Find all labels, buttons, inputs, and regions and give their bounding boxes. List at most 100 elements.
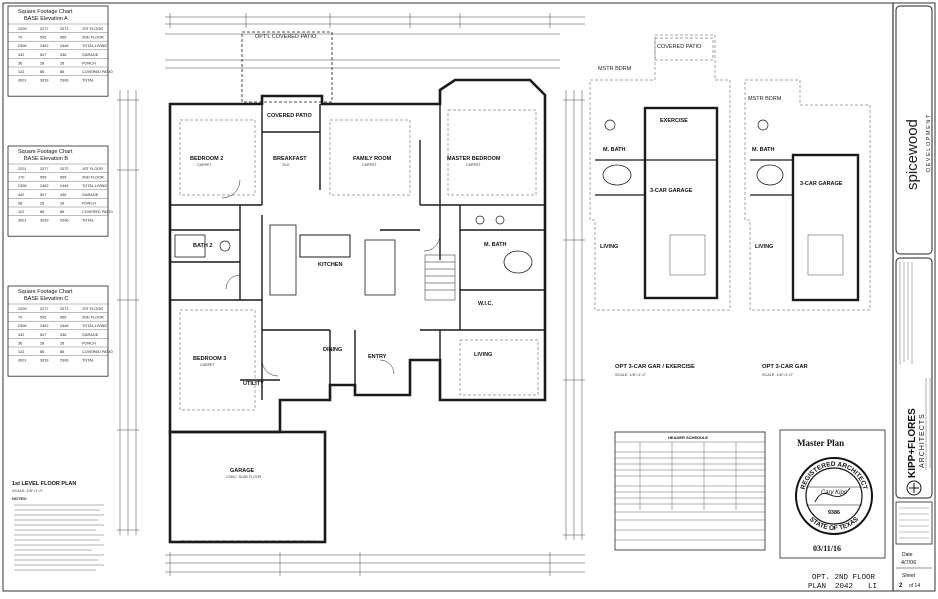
sqft-row-value: 507 xyxy=(40,333,46,337)
sqft-row-value: 442 xyxy=(18,193,24,197)
sqft-row-value: 2446 xyxy=(60,324,68,328)
sqft-chart-subtitle: BASE Elevation A xyxy=(24,16,68,22)
room-note-garage: CONC. SLAB FLOOR xyxy=(226,475,262,479)
sqft-row-value: 2446 xyxy=(60,44,68,48)
sqft-row-value: 2205 xyxy=(18,307,26,311)
sqft-row-label: TOTAL LIVING xyxy=(82,184,107,188)
room-note-master: CARPET xyxy=(466,163,481,167)
sqft-row-label: COVERED PATIO xyxy=(82,350,113,354)
sqft-row-label: 2ND FLOOR xyxy=(82,36,104,40)
sqft-row-label: 2ND FLOOR xyxy=(82,176,104,180)
opt-exercise-m-bath: M. BATH xyxy=(603,147,626,153)
exterior-walls xyxy=(168,78,547,434)
sqft-row-value: 28 xyxy=(60,61,64,65)
title-block: spicewood DEVELOPMENT KIPP+FLORES ARCHIT… xyxy=(895,5,933,589)
sqft-row-value: 122 xyxy=(18,350,24,354)
sqft-row-value: 507 xyxy=(40,193,46,197)
room-label-utility: UTILITY xyxy=(243,381,264,387)
opt-gar-garage: 3-CAR GARAGE xyxy=(800,181,843,187)
sqft-row-value: 507 xyxy=(40,53,46,57)
sheet-number: 2 xyxy=(899,583,903,589)
sqft-row-value: 70 xyxy=(18,36,22,40)
sqft-row-value: 505 xyxy=(40,176,46,180)
sqft-row-value: 28 xyxy=(40,201,44,205)
opt-gar-plan xyxy=(744,79,871,311)
sqft-row-label: 2ND FLOOR xyxy=(82,316,104,320)
sqft-row-value: 505 xyxy=(40,36,46,40)
floor-plan-title: 1st LEVEL FLOOR PLAN xyxy=(12,481,76,487)
sqft-row-value: 2306 xyxy=(18,324,26,328)
header-schedule: HEADER SCHEDULE xyxy=(614,431,766,551)
sqft-row-label: PORCH xyxy=(82,61,96,65)
sqft-row-value: 2996 xyxy=(60,79,68,83)
room-label-m-bath: M. BATH xyxy=(484,242,507,248)
room-label-master-bedroom: MASTER BEDROOM xyxy=(447,156,501,162)
brand-sub: DEVELOPMENT xyxy=(926,113,932,172)
room-label-bedroom2: BEDROOM 2 xyxy=(190,156,223,162)
sqft-row-value: 36 xyxy=(18,201,22,205)
room-label-living: LIVING xyxy=(474,352,492,358)
sqft-row-value: 3001 xyxy=(18,79,26,83)
opt-gar-scale: SCALE: 1/8"=1'-0" xyxy=(762,373,794,377)
room-label-family-room: FAMILY ROOM xyxy=(353,156,392,162)
dimension-ticks xyxy=(117,13,585,576)
sqft-row-value: 28 xyxy=(60,341,64,345)
sqft-row-value: 28 xyxy=(40,61,44,65)
opt-exercise-caption: OPT 3-CAR GAR / EXERCISE xyxy=(615,364,695,370)
seal-name: Cary Kipp xyxy=(821,490,848,496)
room-note-bedroom3: CARPET xyxy=(200,363,215,367)
sqft-row-label: GARAGE xyxy=(82,53,99,57)
sqft-row-value: 86 xyxy=(60,70,64,74)
sqft-row-label: GARAGE xyxy=(82,333,99,337)
sheet-label: Sheet xyxy=(902,573,916,579)
master-plan-title: Master Plan xyxy=(797,438,844,448)
optional-patio-outline xyxy=(241,31,333,103)
sqft-row-value: 2072 xyxy=(60,27,68,31)
room-label-opt-patio: OPT'L COVERED PATIO xyxy=(255,34,317,40)
sqft-row-value: 2452 xyxy=(40,184,48,188)
room-label-covered-patio: COVERED PATIO xyxy=(267,113,312,119)
sqft-chart-title: Square Footage Chart xyxy=(18,9,73,15)
sqft-row-value: 442 xyxy=(18,53,24,57)
notes-title: NOTES: xyxy=(12,496,27,501)
sheet-of: of 14 xyxy=(909,583,920,589)
sqft-row-value: 28 xyxy=(60,201,64,205)
opt-exercise-covered-patio: COVERED PATIO xyxy=(657,44,702,50)
opt-gar-mstr-bdrm: MSTR BDRM xyxy=(748,96,782,102)
sqft-row-label: 1ST FLOOR xyxy=(82,27,103,31)
room-label-wic: W.I.C. xyxy=(478,301,493,307)
opt-exercise-exercise: EXERCISE xyxy=(660,118,688,124)
sqft-row-value: 3001 xyxy=(18,359,26,363)
title-block-text-lines xyxy=(899,262,931,470)
plan-label-plan: PLAN xyxy=(808,583,826,591)
architect-seal xyxy=(795,457,873,535)
sqft-row-value: 3033 xyxy=(40,219,48,223)
sqft-row-label: TOTAL LIVING xyxy=(82,324,107,328)
sqft-row-value: 2996 xyxy=(60,219,68,223)
opt-exercise-plan xyxy=(589,34,731,311)
sqft-row-label: COVERED PATIO xyxy=(82,210,113,214)
sqft-row-value: 36 xyxy=(18,341,22,345)
sqft-row-value: 436 xyxy=(60,193,66,197)
sqft-row-value: 3001 xyxy=(18,219,26,223)
room-note-bedroom2: CARPET xyxy=(197,163,212,167)
sqft-row-value: 2201 xyxy=(18,167,26,171)
sqft-row-value: 2446 xyxy=(60,184,68,188)
room-label-entry: ENTRY xyxy=(368,354,387,360)
sqft-row-value: 2452 xyxy=(40,44,48,48)
sqft-row-value: 70 xyxy=(18,316,22,320)
master-plan-date: 03/11/16 xyxy=(813,544,841,553)
seal-number: 9386 xyxy=(828,510,840,516)
sqft-chart xyxy=(7,285,109,377)
sqft-chart-title: Square Footage Chart xyxy=(18,149,73,155)
garage-walls xyxy=(168,430,327,544)
sqft-row-label: COVERED PATIO xyxy=(82,70,113,74)
sqft-row-value: 2072 xyxy=(60,307,68,311)
sqft-row-value: 2072 xyxy=(60,167,68,171)
sqft-row-value: 2306 xyxy=(18,44,26,48)
sqft-row-value: 122 xyxy=(18,70,24,74)
sqft-row-value: 28 xyxy=(40,341,44,345)
